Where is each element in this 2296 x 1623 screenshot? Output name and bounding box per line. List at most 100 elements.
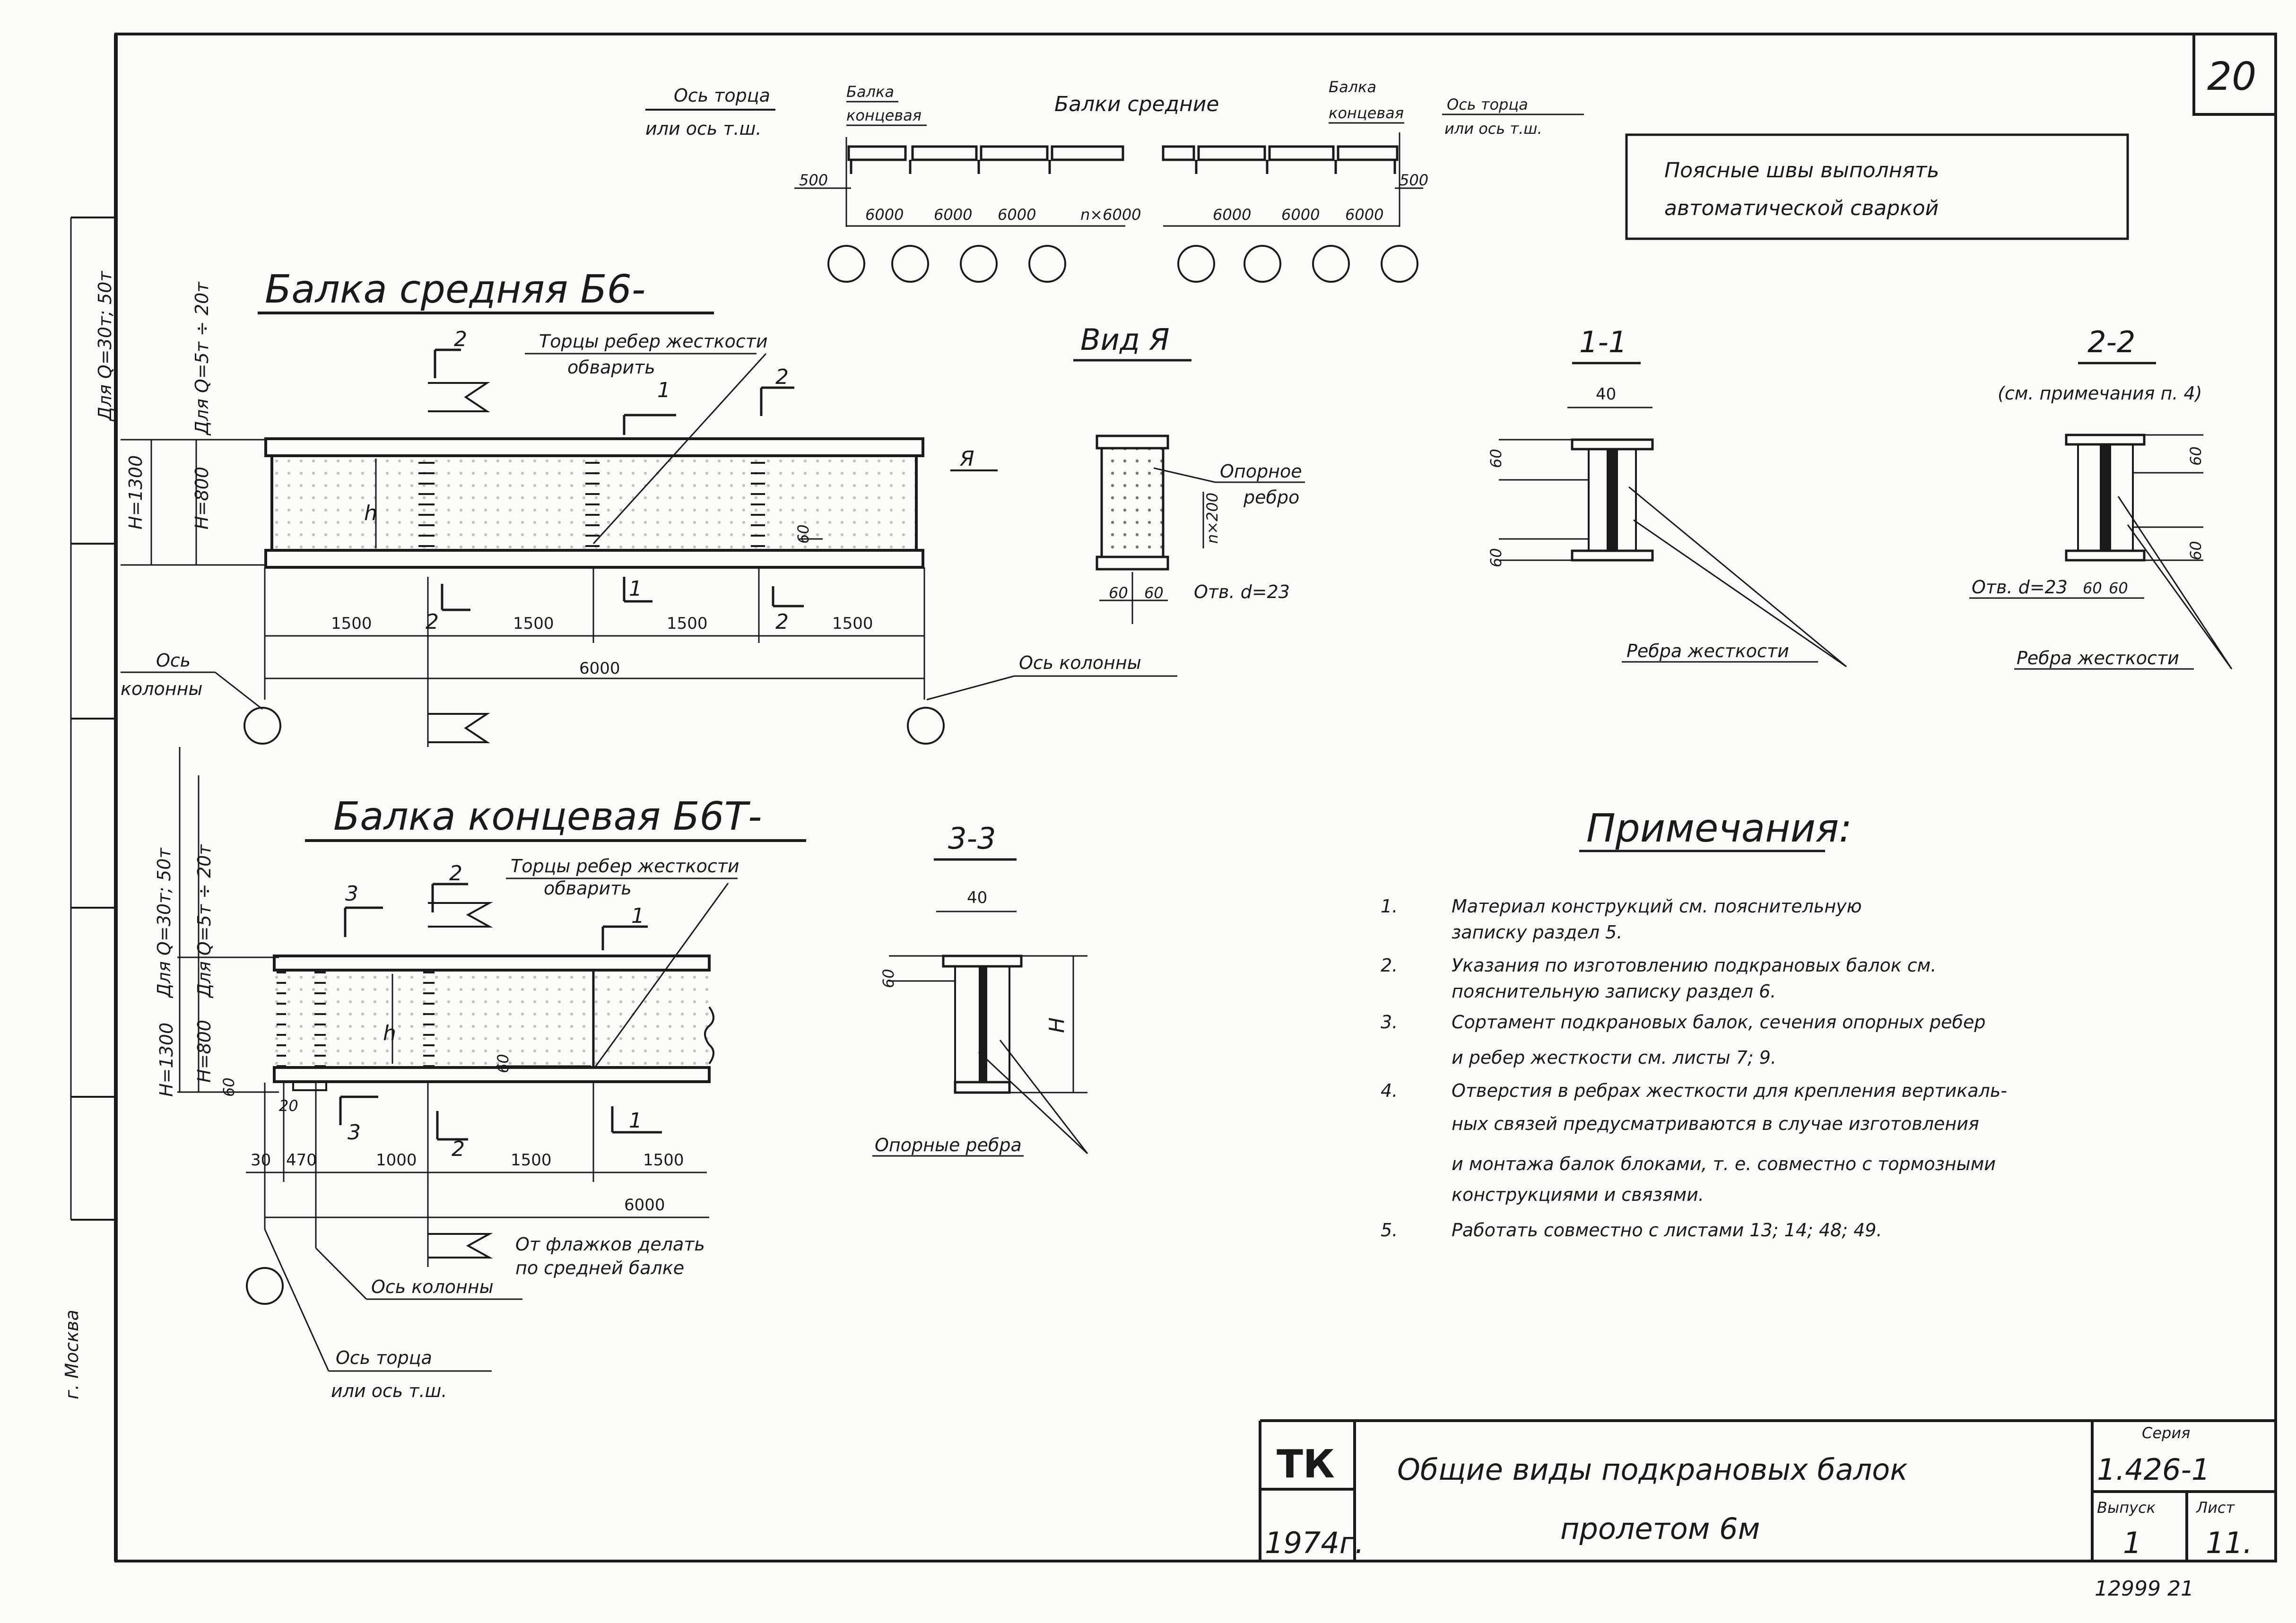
note-line: Работать совместно с листами 13; 14; 48;… [1452, 1220, 1882, 1241]
section-2-2: 2-2 (см. примечания п. 4) 60 60 Отв. d=2… [1969, 325, 2233, 670]
end-flag-note-2: по средней балке [515, 1258, 684, 1278]
end-dim-1500a: 1500 [511, 1151, 552, 1170]
section-33-label: Опорные ребра [875, 1135, 1022, 1155]
note-line: ных связей предусматриваются в случае из… [1452, 1113, 1979, 1134]
drawing-frame: г. Москва [61, 33, 2277, 1562]
issue-label: Выпуск [2097, 1499, 2156, 1517]
middle-note-2: обварить [567, 357, 655, 378]
end-dim-30: 30 [251, 1151, 271, 1170]
middle-dim-2: 1500 [513, 614, 554, 633]
end-axis-end-2: или ось т.ш. [331, 1380, 447, 1401]
scheme-span-1: 6000 [865, 206, 904, 224]
end-small-60b: 60 [220, 1077, 238, 1097]
scheme-edge-right: 500 [1400, 171, 1428, 189]
middle-mark-top-2a: 2 [454, 327, 467, 351]
middle-total: 6000 [579, 659, 620, 678]
sheet-number: 20 [2207, 54, 2256, 99]
note-num: 4. [1381, 1080, 1398, 1101]
middle-mark-bot-1: 1 [629, 577, 642, 601]
section-22-dim-1: 60 [2187, 446, 2205, 466]
end-mark-bot-2: 2 [452, 1137, 465, 1161]
note-num: 2. [1381, 955, 1398, 976]
scheme-right-end-1: Балка [1329, 78, 1376, 96]
middle-dim-3: 1500 [667, 614, 708, 633]
middle-dim-4: 1500 [832, 614, 873, 633]
note-line: пояснительную записку раздел 6. [1452, 981, 1776, 1002]
scheme-right-axis-2: или ось т.ш. [1444, 120, 1542, 138]
end-mark-top-2: 2 [449, 861, 462, 885]
view-a-dim-2: 60 [1144, 584, 1164, 602]
section-22-dim-4: 60 [2109, 579, 2128, 597]
section-11-top-dim: 40 [1596, 385, 1616, 404]
section-11-dim-2: 60 [1487, 548, 1505, 567]
scheme-span-5: 6000 [1213, 206, 1251, 224]
end-small-20: 20 [279, 1097, 298, 1115]
section-22-label: Ребра жесткости [2017, 648, 2179, 668]
middle-height-2: H=800 [191, 467, 212, 529]
weld-note-line2: автоматической сваркой [1664, 196, 1939, 220]
section-22-title: 2-2 [2087, 325, 2135, 359]
note-line: записку раздел 5. [1452, 922, 1622, 943]
scheme-right-axis-1: Ось торца [1447, 95, 1528, 113]
section-11-title: 1-1 [1579, 325, 1627, 359]
middle-section-marks: 2 1 2 2 1 2 [426, 327, 804, 747]
title-year: 1974г. [1265, 1526, 1364, 1560]
title-org: ТК [1277, 1442, 1335, 1487]
section-11-label: Ребра жесткости [1626, 641, 1789, 661]
title-line-1: Общие виды подкрановых балок [1397, 1452, 1908, 1487]
middle-h-label: h [364, 501, 377, 525]
section-22-subtitle: (см. примечания п. 4) [1998, 383, 2202, 404]
view-a-title: Вид Я [1080, 322, 1169, 357]
sheet-number-box: 20 [2192, 33, 2277, 116]
sheet-label: Лист [2196, 1499, 2235, 1517]
end-height-2: H=800 [194, 1020, 215, 1083]
middle-axis-right: Ось колонны [1019, 652, 1141, 673]
note-line: Материал конструкций см. пояснительную [1452, 896, 1862, 917]
note-item: 3. Сортамент подкрановых балок, сечения … [1381, 1012, 1985, 1068]
note-item: 1. Материал конструкций см. пояснительну… [1381, 896, 1862, 943]
middle-beam: Балка средняя Б6- Для Q=30т; 50т Для Q=5… [95, 267, 1177, 747]
view-a-dim-1: 60 [1109, 584, 1128, 602]
view-a-label-2: ребро [1243, 487, 1299, 508]
scheme-beams [847, 145, 1399, 174]
series-label: Серия [2142, 1424, 2190, 1442]
section-33-top-dim: 40 [967, 888, 987, 907]
scheme-span-6: 6000 [1281, 206, 1320, 224]
section-22-dim-3: 60 [2083, 579, 2102, 597]
scheme-span-2: 6000 [934, 206, 972, 224]
end-mark-bot-3: 3 [348, 1120, 361, 1145]
note-item: 5. Работать совместно с листами 13; 14; … [1381, 1220, 1882, 1241]
beam-scheme: Балки средние Ось торца или ось т.ш. Бал… [645, 78, 1584, 283]
scheme-left-end-1: Балка [846, 83, 894, 101]
middle-mark-top-2b: 2 [775, 365, 789, 389]
note-num: 3. [1381, 1012, 1398, 1033]
end-h-label: h [383, 1021, 396, 1045]
middle-axis-left-1: Ось [156, 650, 191, 671]
end-mark-top-3: 3 [345, 882, 358, 906]
note-line: конструкциями и связями. [1452, 1184, 1704, 1205]
view-a-pitch: n×200 [1203, 493, 1221, 544]
end-dim-470: 470 [286, 1151, 317, 1170]
note-line: и монтажа балок блоками, т. е. совместно… [1452, 1154, 1996, 1174]
view-a-label-1: Опорное [1220, 461, 1302, 482]
margin-city: г. Москва [61, 1310, 82, 1399]
middle-load-1: Для Q=30т; 50т [95, 270, 115, 422]
note-line: Сортамент подкрановых балок, сечения опо… [1452, 1012, 1985, 1033]
section-33-h: H [1045, 1017, 1069, 1033]
scheme-edge-left: 500 [799, 171, 828, 189]
end-load-1: Для Q=30т; 50т [154, 847, 174, 998]
middle-axis-left-2: колонны [121, 678, 202, 699]
scheme-right-end-2: концевая [1329, 104, 1404, 122]
weld-note: Поясные швы выполнять автоматической сва… [1625, 133, 2129, 240]
view-a: Вид Я Опорное ребро n×200 60 60 Отв. d=2… [1073, 322, 1305, 624]
middle-mark-top-1: 1 [657, 378, 670, 402]
middle-mark-bot-2b: 2 [775, 610, 789, 634]
section-3-3: 3-3 40 60 H Опорные ребра [872, 821, 1088, 1157]
section-22-dim-2: 60 [2187, 541, 2205, 560]
scheme-left-axis-1: Ось торца [674, 85, 770, 106]
end-mark-top-1: 1 [631, 904, 644, 928]
end-flag-note-1: От флажков делать [515, 1234, 705, 1255]
note-line: Отверстия в ребрах жесткости для креплен… [1452, 1080, 2007, 1101]
section-11-dim-1: 60 [1487, 449, 1505, 468]
